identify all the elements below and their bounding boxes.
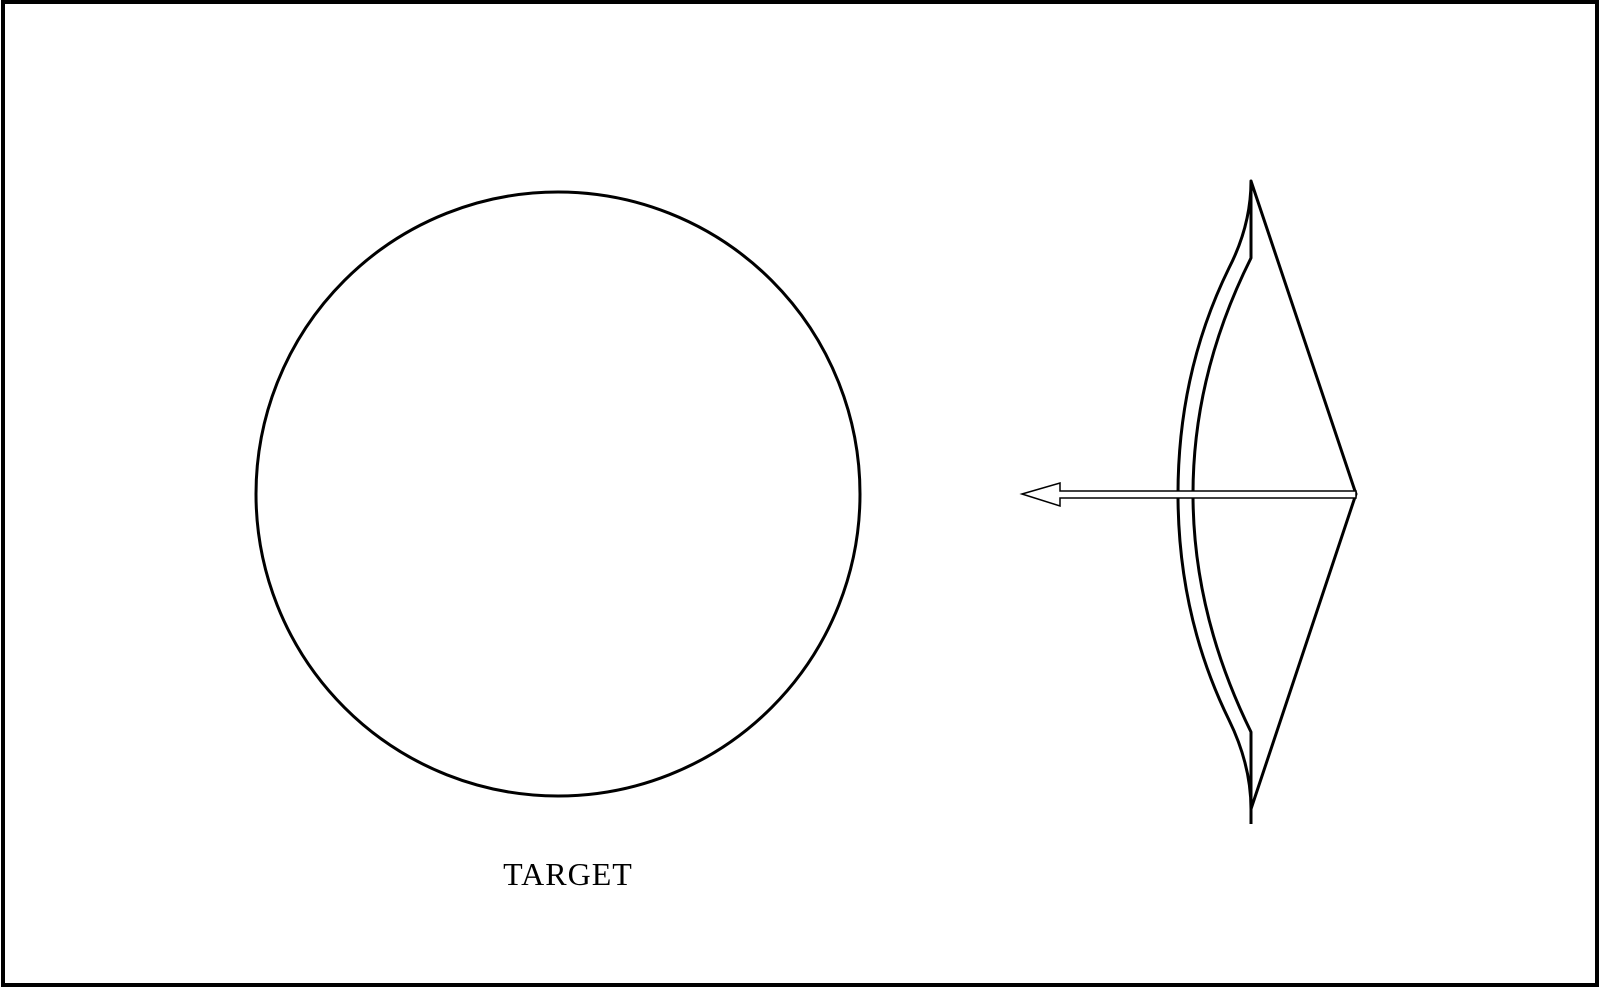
target-label: TARGET xyxy=(458,858,678,890)
diagram-border xyxy=(3,2,1597,985)
bow-icon xyxy=(1178,181,1356,824)
target-circle xyxy=(256,192,860,796)
arrow-icon xyxy=(1022,483,1356,506)
